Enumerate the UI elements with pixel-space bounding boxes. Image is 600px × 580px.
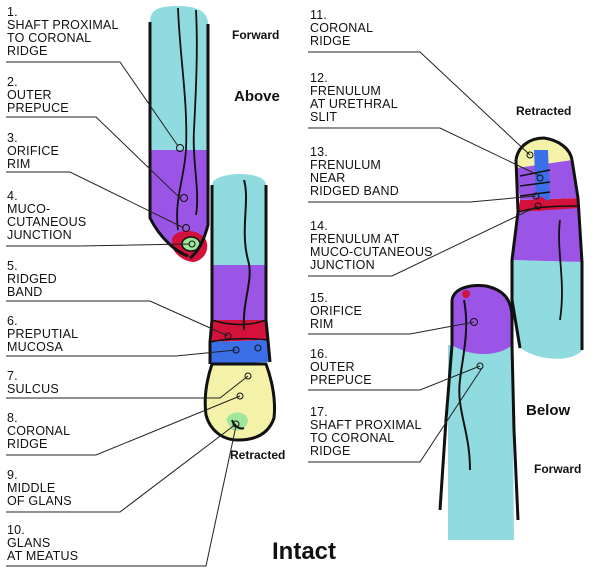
label-14-frenulum-muco: 14. FRENULUM AT MUCO-CUTANEOUS JUNCTION [310, 219, 433, 272]
retracted-underside-figure [510, 136, 584, 359]
underside-outer-prepuce [512, 206, 582, 262]
above-outer-prepuce [150, 150, 208, 256]
below-view-figure [438, 284, 520, 540]
label-3-orifice-rim: 3. ORIFICE RIM [7, 131, 60, 171]
forward-top-heading: Forward [232, 28, 280, 42]
forward-bottom-heading: Forward [534, 462, 582, 476]
label-12-frenulum-urethral: 12. FRENULUM AT URETHRAL SLIT [310, 71, 398, 124]
retracted-glans [205, 364, 275, 440]
below-shaft [448, 345, 514, 540]
label-5-ridged-band: 5. RIDGED BAND [7, 259, 57, 299]
label-10-glans-at-meatus: 10. GLANS AT MEATUS [7, 523, 79, 563]
retracted-front-figure [203, 174, 276, 442]
leader-lines [6, 51, 541, 567]
label-6-preputial-mucosa: 6. PREPUTIAL MUCOSA [7, 314, 79, 354]
label-8-coronal-ridge: 8. CORONAL RIDGE [7, 411, 71, 451]
label-9-middle-of-glans: 9. MIDDLE OF GLANS [7, 468, 72, 508]
above-shaft [150, 6, 208, 150]
underside-shaft [512, 260, 582, 359]
label-7-sulcus: 7. SULCUS [7, 369, 59, 396]
label-17-shaft-proximal: 17. SHAFT PROXIMAL TO CORONAL RIDGE [310, 405, 422, 458]
retracted-outer-prepuce [212, 265, 266, 320]
retracted-ridged-band [210, 320, 268, 342]
below-outer-prepuce [452, 285, 512, 355]
retracted-shaft [212, 174, 266, 265]
label-11-coronal-ridge: 11. CORONAL RIDGE [310, 8, 374, 48]
above-heading: Above [234, 88, 280, 105]
retracted-mucosa [210, 340, 270, 364]
above-view-figure [148, 6, 210, 262]
label-13-frenulum-ridged: 13. FRENULUM NEAR RIDGED BAND [310, 145, 400, 198]
label-1-shaft-proximal: 1. SHAFT PROXIMAL TO CORONAL RIDGE [7, 5, 119, 58]
label-15-orifice-rim: 15. ORIFICE RIM [310, 291, 363, 331]
retracted-left-heading: Retracted [230, 448, 286, 462]
label-16-outer-prepuce: 16. OUTER PREPUCE [310, 347, 372, 387]
label-4-muco-cutaneous: 4. MUCO- CUTANEOUS JUNCTION [7, 189, 87, 242]
retracted-top-heading: Retracted [516, 104, 572, 118]
intact-title: Intact [272, 538, 337, 565]
below-heading: Below [526, 402, 571, 419]
label-2-outer-prepuce: 2. OUTER PREPUCE [7, 75, 69, 115]
